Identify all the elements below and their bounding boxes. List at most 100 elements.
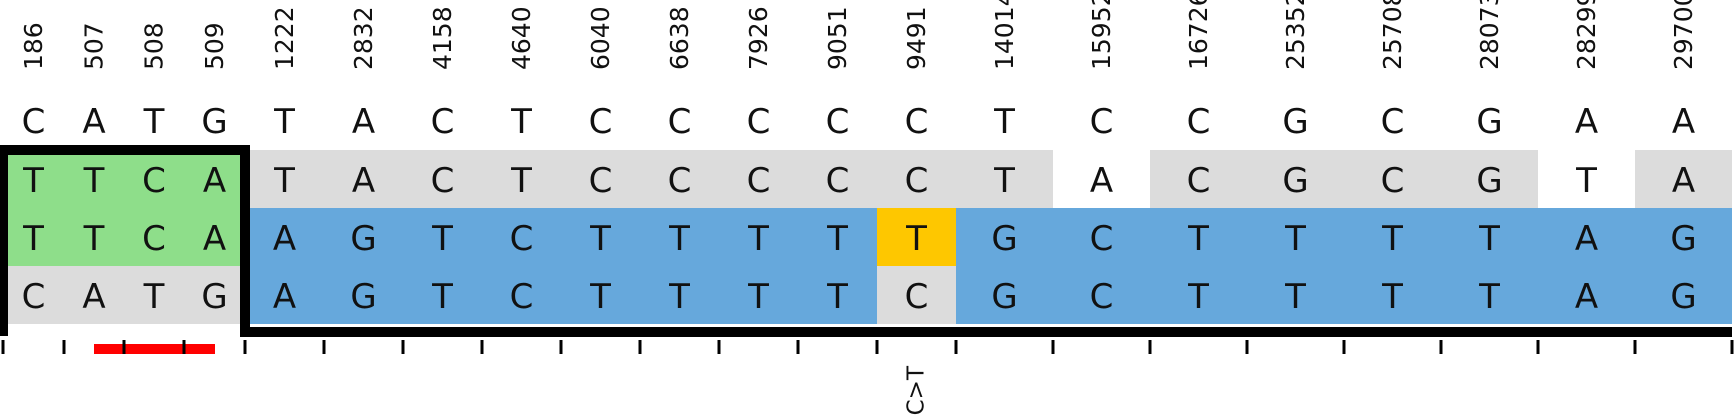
alignment-cell [1441,150,1538,208]
alignment-cell [482,150,561,208]
cell-base: A [203,161,226,201]
alignment-cell [1150,150,1247,208]
reference-base: C [431,102,455,142]
cell-base: A [203,219,226,259]
alignment-cell [1150,266,1247,324]
alignment-cell [719,266,798,324]
alignment-cell [640,208,719,266]
alignment-cell [1344,208,1441,266]
alignment-cell [482,208,561,266]
alignment-cell [403,150,482,208]
alignment-cell [561,208,640,266]
reference-base: C [905,102,929,142]
alignment-cell [877,208,956,266]
alignment-cell [324,150,403,208]
position-label: 509 [200,22,229,70]
position-label: 186 [19,22,48,70]
position-label: 14014 [990,0,1019,70]
alignment-border [0,145,1732,337]
alignment-cell [3,266,64,324]
position-axis [1,340,1734,354]
alignment-cell [1441,208,1538,266]
cell-base: T [747,219,769,259]
alignment-cell [1538,208,1635,266]
alignment-cell [1344,266,1441,324]
position-label: 29700 [1669,0,1698,70]
cell-base: C [1187,161,1211,201]
alignment-cell [640,266,719,324]
cell-base: T [668,277,690,317]
reference-base: C [668,102,692,142]
reference-base: C [1187,102,1211,142]
reference-base: G [1282,102,1308,142]
alignment-cell [798,150,877,208]
alignment-cell [1635,150,1732,208]
alignment-cell [798,208,877,266]
alignment-cell [1053,266,1150,324]
cell-base: C [589,161,613,201]
cell-base: A [352,161,375,201]
position-label: 9051 [823,6,852,70]
cell-base: T [1381,219,1403,259]
cell-base: T [1478,219,1500,259]
reference-base: G [201,102,227,142]
alignment-cell [798,266,877,324]
alignment-cell [877,150,956,208]
alignment-cell [245,208,324,266]
alignment-cell [1441,266,1538,324]
reference-base: A [1575,102,1598,142]
cell-base: T [143,277,165,317]
alignment-cell [877,266,956,324]
alignment-outline [0,145,1732,337]
cell-base: G [350,219,376,259]
alignment-cell [324,208,403,266]
cell-base: A [273,219,296,259]
cell-base: T [83,161,105,201]
position-label: 1222 [270,6,299,70]
position-label: 28299 [1572,0,1601,70]
reference-base: T [143,102,165,142]
position-label: 4640 [507,6,536,70]
cell-base: T [1284,277,1306,317]
position-label: 6638 [665,6,694,70]
alignment-cell [956,150,1053,208]
alignment-cell [3,150,64,208]
alignment-cell [403,266,482,324]
cell-base: T [668,219,690,259]
cell-base: T [905,219,927,259]
cell-base: T [431,219,453,259]
cell-base: T [510,161,532,201]
position-label: 9491 [902,6,931,70]
alignment-cell [184,266,245,324]
reference-base: C [589,102,613,142]
cell-base: T [22,219,44,259]
alignment-cell [3,208,64,266]
cell-base: T [22,161,44,201]
cell-base: A [1672,161,1695,201]
alignment-cell [124,208,184,266]
cell-base: T [1575,161,1597,201]
reference-base: T [273,102,295,142]
alignment-cell [245,150,324,208]
cell-base: C [1090,277,1114,317]
cell-base: C [668,161,692,201]
mutation-annotations: C>T [94,340,930,415]
cell-base: T [1187,219,1209,259]
cell-base: C [431,161,455,201]
alignment-cell [1538,266,1635,324]
cell-base: C [1381,161,1405,201]
highlight-bar [94,344,215,354]
cell-base: A [1575,277,1598,317]
alignment-cell [1247,266,1344,324]
alignment-cell [1247,150,1344,208]
cell-base: T [83,219,105,259]
reference-base: T [993,102,1015,142]
position-label: 15952 [1087,0,1116,70]
cell-base: A [1575,219,1598,259]
reference-base: C [747,102,771,142]
cell-base: G [201,277,227,317]
cell-base: C [905,277,929,317]
